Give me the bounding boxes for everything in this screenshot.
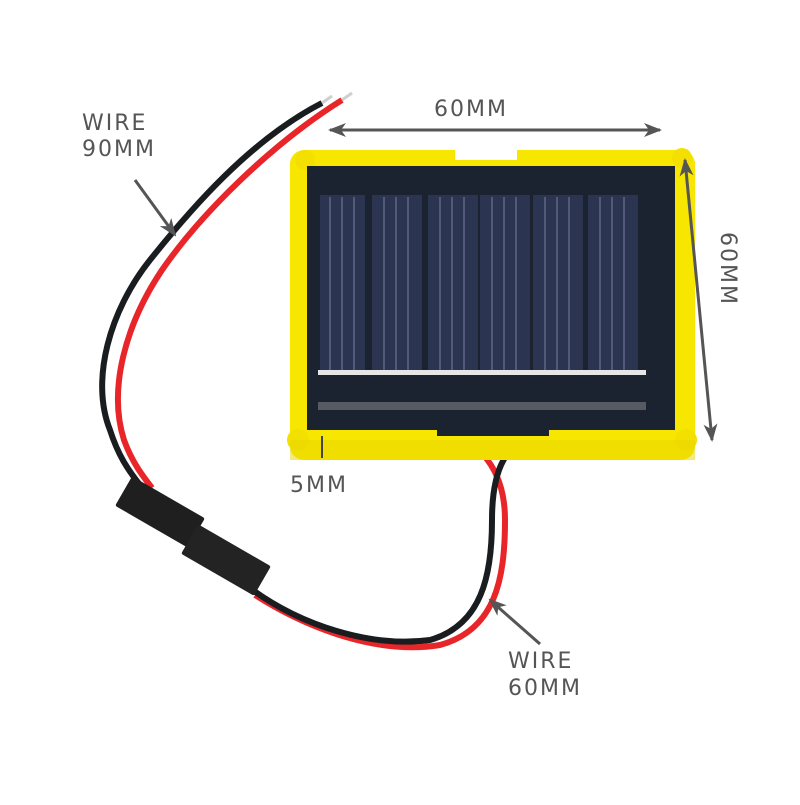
jumper-connector xyxy=(115,477,271,595)
solar-panel xyxy=(307,166,675,436)
wire-90mm-label-line2: 90MM xyxy=(82,137,156,162)
wire-90mm-label-line1: WIRE xyxy=(82,111,148,136)
wire-90mm xyxy=(99,91,353,490)
wire-60mm-label-line1: WIRE xyxy=(508,649,574,674)
dimension-arrows xyxy=(133,123,718,646)
wire-60mm-label-line2: 60MM xyxy=(508,676,582,701)
height-dimension-label: 60MM xyxy=(715,232,740,306)
frame-border-label: 5MM xyxy=(290,473,348,498)
wire-60mm xyxy=(248,427,546,651)
width-dimension-label: 60MM xyxy=(434,97,508,122)
